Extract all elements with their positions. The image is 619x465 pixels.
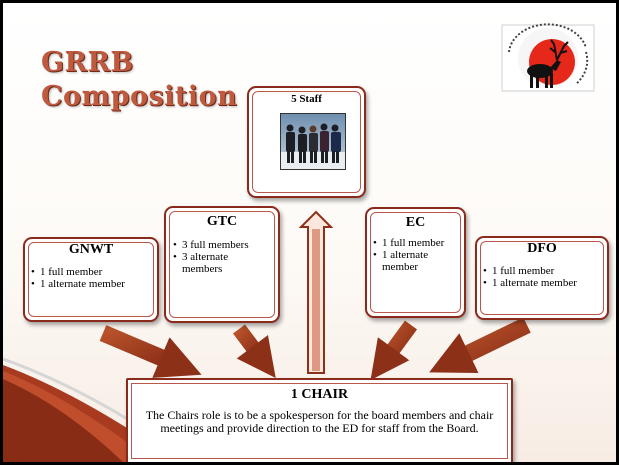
gtc-item: 3 full members (173, 239, 278, 251)
gtc-list: 3 full members 3 alternate members (173, 239, 278, 275)
dfo-item: 1 full member (483, 265, 607, 277)
arrow-ec-to-chair (370, 320, 418, 381)
caribou-icon (527, 39, 569, 88)
connector-arrows (99, 210, 531, 381)
staff-title: 5 Staff (291, 93, 322, 105)
chair-box: 1 CHAIR The Chairs role is to be a spoke… (126, 378, 513, 462)
gnwt-item: 1 alternate member (31, 278, 157, 290)
ec-title: EC (405, 215, 426, 230)
gtc-item: 3 alternate members (173, 251, 252, 275)
grrb-logo (501, 23, 595, 92)
ec-list: 1 full member 1 alternate member (373, 237, 464, 273)
ec-box: EC 1 full member 1 alternate member (365, 207, 466, 318)
arrow-dfo-to-chair (429, 317, 531, 374)
gnwt-item: 1 full member (31, 266, 157, 278)
dfo-item: 1 alternate member (483, 277, 607, 289)
title-line-1: GRRB (41, 47, 134, 78)
gtc-box: GTC 3 full members 3 alternate members (164, 206, 280, 323)
chair-title: 1 CHAIR (290, 387, 349, 402)
ec-item: 1 alternate member (373, 249, 446, 273)
gnwt-box: GNWT 1 full member 1 alternate member (23, 237, 159, 322)
dfo-box: DFO 1 full member 1 alternate member (475, 236, 609, 320)
gnwt-list: 1 full member 1 alternate member (31, 266, 157, 290)
staff-photo (280, 113, 346, 170)
dfo-title: DFO (527, 241, 557, 256)
title-line-2: Composition (41, 81, 238, 112)
logo-ring-text (508, 23, 587, 53)
dfo-list: 1 full member 1 alternate member (483, 265, 607, 289)
chair-description: The Chairs role is to be a spokesperson … (145, 408, 494, 435)
arrow-gtc-to-chair (233, 324, 276, 378)
staff-box: 5 Staff (247, 86, 366, 198)
gtc-title: GTC (206, 214, 238, 229)
ec-item: 1 full member (373, 237, 464, 249)
arrow-gnwt-to-chair (99, 325, 202, 378)
slide: GRRB Composition (3, 3, 616, 462)
gnwt-title: GNWT (68, 242, 114, 257)
arrow-chair-to-staff (298, 210, 334, 374)
